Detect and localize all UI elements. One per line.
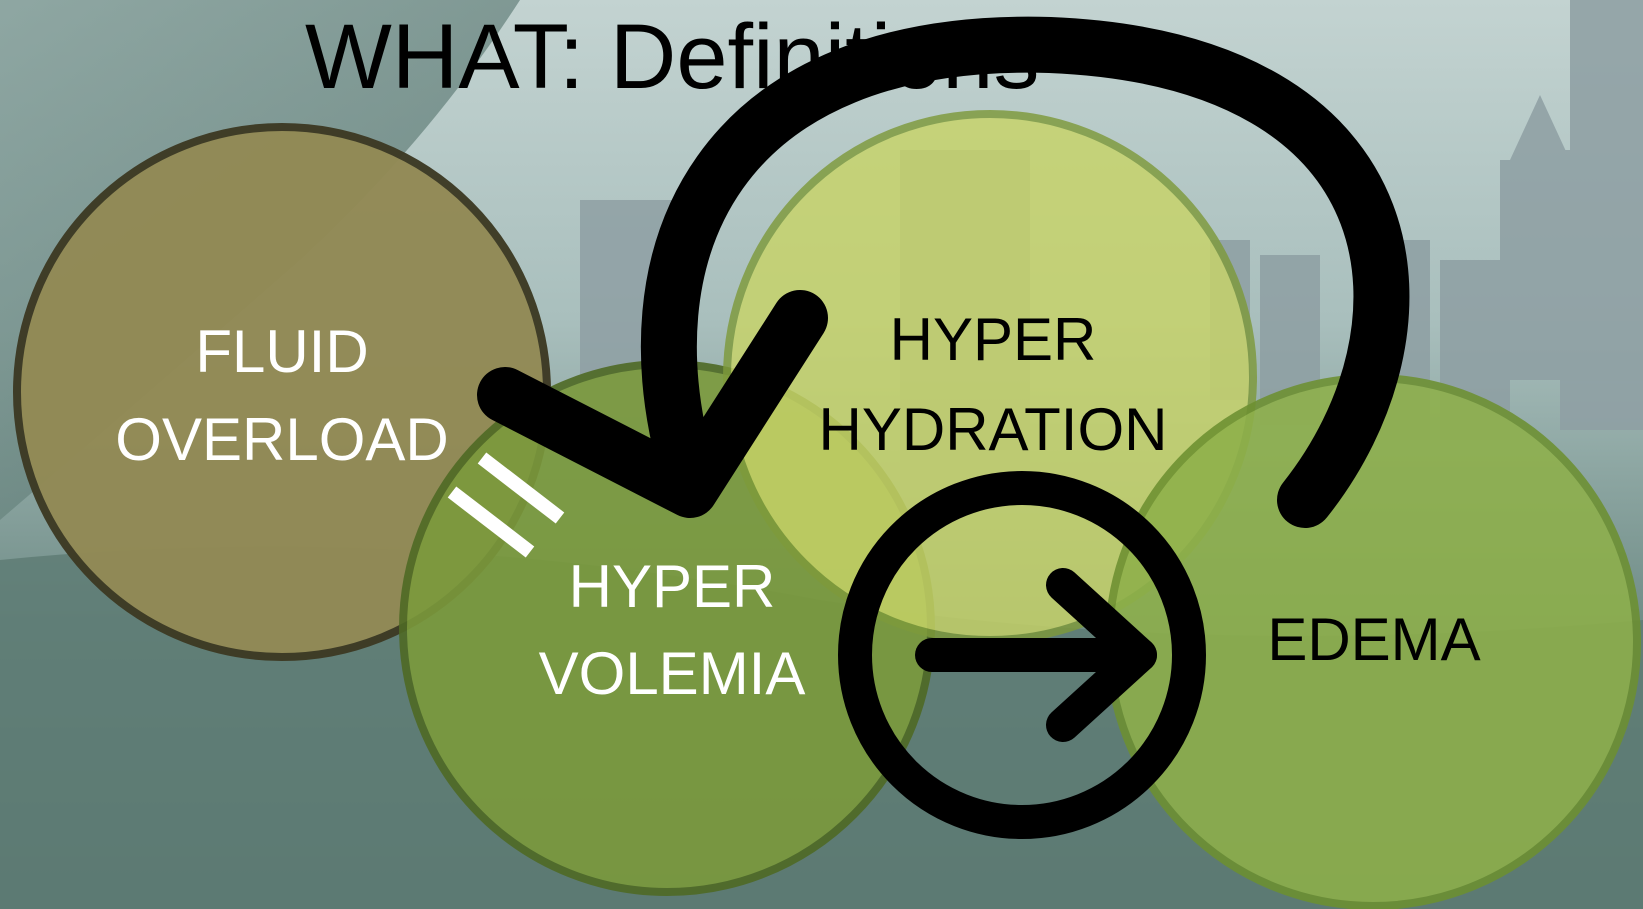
circle-fluid-overload: FLUID OVERLOAD: [13, 123, 551, 661]
hyperhydration-line1: HYPER: [890, 306, 1097, 373]
fluid-overload-line2: OVERLOAD: [115, 406, 448, 473]
fluid-overload-line1: FLUID: [195, 318, 368, 385]
hyperhydration-line2: HYDRATION: [819, 396, 1168, 463]
circled-arrow-icon: [838, 471, 1206, 839]
hypervolemia-line2: VOLEMIA: [539, 640, 806, 707]
curved-arrow-icon: [477, 16, 1410, 528]
equals-icon: [447, 452, 565, 558]
hypervolemia-line1: HYPER: [569, 553, 776, 620]
edema-label: EDEMA: [1267, 606, 1480, 673]
